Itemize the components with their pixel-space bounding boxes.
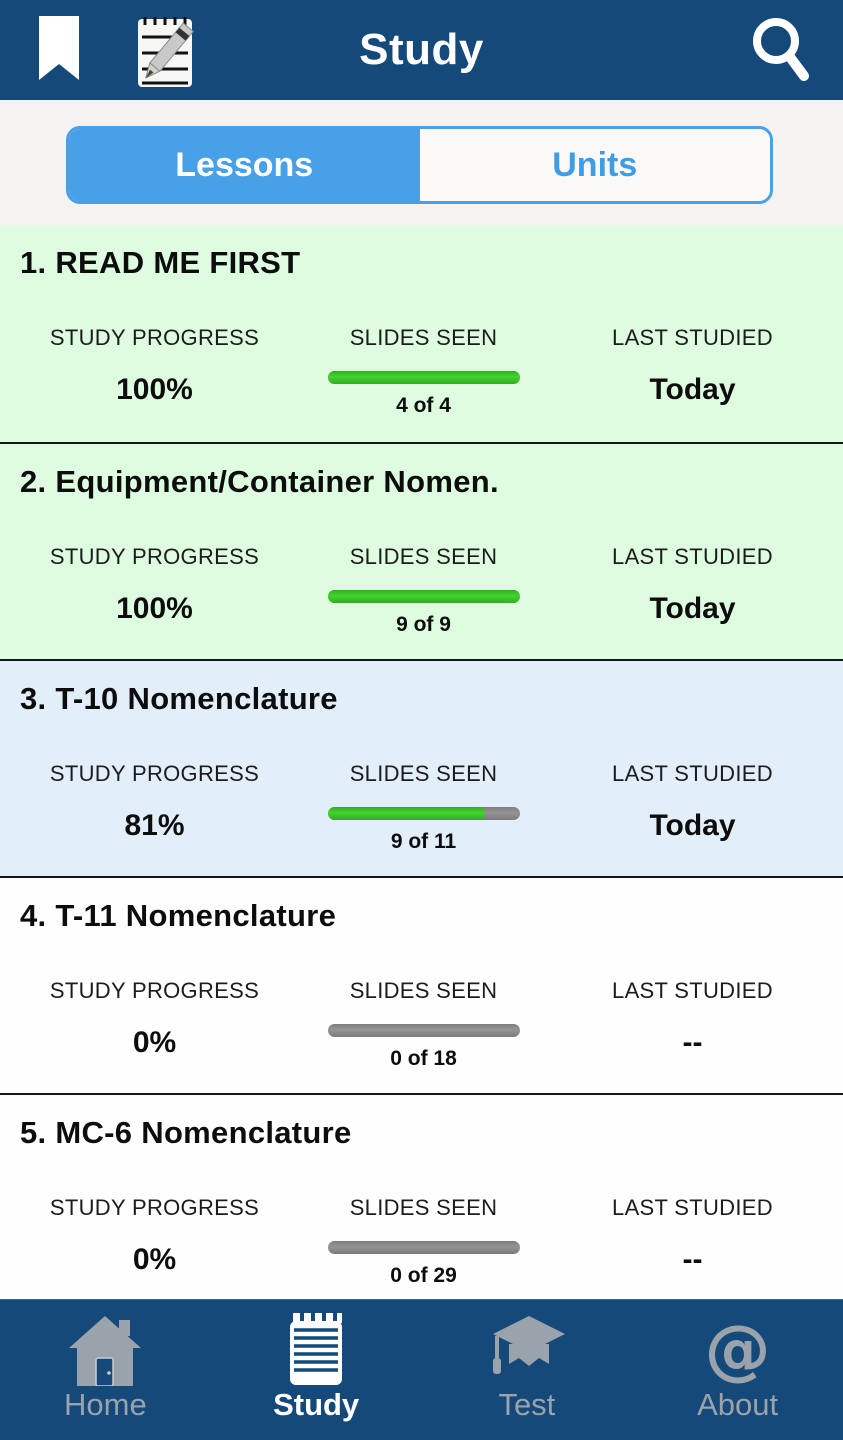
last-studied-label: LAST STUDIED xyxy=(612,1195,773,1220)
study-progress-label: STUDY PROGRESS xyxy=(49,325,260,350)
last-studied-value: Today xyxy=(649,373,736,406)
nav-item-about[interactable]: @ About xyxy=(632,1300,843,1440)
slides-seen-count: 9 of 9 xyxy=(396,613,451,636)
slides-progress-bar xyxy=(327,1241,520,1254)
about-icon: @ xyxy=(704,1311,771,1388)
last-studied-label: LAST STUDIED xyxy=(612,544,773,569)
slides-progress-bar xyxy=(327,1024,520,1037)
lesson-row-5[interactable]: 5. MC-6 Nomenclature STUDY PROGRESS 0% S… xyxy=(0,1093,843,1300)
slides-seen-cell: SLIDES SEEN 0 of 29 xyxy=(289,1195,558,1288)
last-studied-value: -- xyxy=(682,1243,703,1276)
study-progress-cell: STUDY PROGRESS 100% xyxy=(20,544,289,637)
lesson-row-4[interactable]: 4. T-11 Nomenclature STUDY PROGRESS 0% S… xyxy=(0,876,843,1093)
study-progress-value: 100% xyxy=(116,373,193,406)
nav-item-label: Test xyxy=(498,1387,556,1422)
test-icon xyxy=(487,1312,567,1388)
lesson-stats: STUDY PROGRESS 0% SLIDES SEEN 0 of 29 LA… xyxy=(20,1195,843,1288)
study-progress-value: 0% xyxy=(132,1026,177,1059)
home-icon xyxy=(65,1312,145,1388)
nav-item-label: About xyxy=(697,1387,779,1422)
last-studied-value: Today xyxy=(649,809,736,842)
lesson-list: 1. READ ME FIRST STUDY PROGRESS 100% SLI… xyxy=(0,225,843,1300)
last-studied-cell: LAST STUDIED Today xyxy=(558,761,827,854)
study-progress-cell: STUDY PROGRESS 81% xyxy=(20,761,289,854)
last-studied-label: LAST STUDIED xyxy=(612,761,773,786)
last-studied-value: Today xyxy=(649,592,736,625)
lesson-title: 2. Equipment/Container Nomen. xyxy=(20,464,499,499)
slides-progress-bar xyxy=(327,807,520,820)
slides-seen-cell: SLIDES SEEN 9 of 11 xyxy=(289,761,558,854)
lesson-row-3[interactable]: 3. T-10 Nomenclature STUDY PROGRESS 81% … xyxy=(0,659,843,876)
page-title: Study xyxy=(359,25,484,74)
study-progress-cell: STUDY PROGRESS 0% xyxy=(20,1195,289,1288)
study-progress-value: 0% xyxy=(132,1243,177,1276)
last-studied-value: -- xyxy=(682,1026,703,1059)
lesson-row-2[interactable]: 2. Equipment/Container Nomen. STUDY PROG… xyxy=(0,442,843,659)
study-icon xyxy=(287,1312,345,1388)
app-bar: Study xyxy=(0,0,843,100)
last-studied-label: LAST STUDIED xyxy=(612,325,773,350)
last-studied-cell: LAST STUDIED -- xyxy=(558,978,827,1071)
tab-strip: Lessons Units xyxy=(0,100,843,225)
lesson-stats: STUDY PROGRESS 81% SLIDES SEEN 9 of 11 L… xyxy=(20,761,843,854)
slides-seen-label: SLIDES SEEN xyxy=(349,978,498,1003)
segmented-control: Lessons Units xyxy=(66,126,773,204)
slides-seen-label: SLIDES SEEN xyxy=(349,325,498,350)
lesson-title: 4. T-11 Nomenclature xyxy=(20,898,337,933)
nav-item-label: Home xyxy=(64,1387,147,1422)
last-studied-cell: LAST STUDIED Today xyxy=(558,544,827,637)
slides-seen-count: 9 of 11 xyxy=(390,830,457,853)
search-icon[interactable] xyxy=(749,14,811,91)
lesson-row-1[interactable]: 1. READ ME FIRST STUDY PROGRESS 100% SLI… xyxy=(0,225,843,442)
last-studied-cell: LAST STUDIED Today xyxy=(558,325,827,418)
study-progress-label: STUDY PROGRESS xyxy=(49,978,260,1003)
lesson-title: 1. READ ME FIRST xyxy=(20,245,301,280)
nav-item-study[interactable]: Study xyxy=(211,1300,422,1440)
study-progress-cell: STUDY PROGRESS 0% xyxy=(20,978,289,1071)
nav-item-test[interactable]: Test xyxy=(422,1300,633,1440)
nav-item-home[interactable]: Home xyxy=(0,1300,211,1440)
lesson-stats: STUDY PROGRESS 100% SLIDES SEEN 4 of 4 L… xyxy=(20,325,843,418)
lesson-stats: STUDY PROGRESS 0% SLIDES SEEN 0 of 18 LA… xyxy=(20,978,843,1071)
study-progress-value: 81% xyxy=(124,809,185,842)
slides-seen-label: SLIDES SEEN xyxy=(349,544,498,569)
study-progress-value: 100% xyxy=(116,592,193,625)
slides-seen-count: 4 of 4 xyxy=(396,394,451,417)
slides-seen-cell: SLIDES SEEN 9 of 9 xyxy=(289,544,558,637)
slides-progress-bar xyxy=(327,590,520,603)
lesson-title: 5. MC-6 Nomenclature xyxy=(20,1115,352,1150)
slides-seen-label: SLIDES SEEN xyxy=(349,1195,498,1220)
bottom-nav: Home xyxy=(0,1299,843,1440)
edit-notes-icon[interactable] xyxy=(136,13,196,94)
slides-seen-count: 0 of 29 xyxy=(390,1264,457,1287)
slides-progress-bar xyxy=(327,371,520,384)
study-progress-label: STUDY PROGRESS xyxy=(49,544,260,569)
study-progress-cell: STUDY PROGRESS 100% xyxy=(20,325,289,418)
slides-seen-cell: SLIDES SEEN 0 of 18 xyxy=(289,978,558,1071)
last-studied-cell: LAST STUDIED -- xyxy=(558,1195,827,1288)
nav-item-label: Study xyxy=(273,1387,360,1422)
tab-lessons[interactable]: Lessons xyxy=(69,129,420,201)
last-studied-label: LAST STUDIED xyxy=(612,978,773,1003)
slides-seen-count: 0 of 18 xyxy=(390,1047,457,1070)
tab-units[interactable]: Units xyxy=(419,129,770,201)
slides-seen-cell: SLIDES SEEN 4 of 4 xyxy=(289,325,558,418)
slides-seen-label: SLIDES SEEN xyxy=(349,761,498,786)
bookmark-icon[interactable] xyxy=(38,16,80,87)
study-progress-label: STUDY PROGRESS xyxy=(49,761,260,786)
lesson-stats: STUDY PROGRESS 100% SLIDES SEEN 9 of 9 L… xyxy=(20,544,843,637)
lesson-title: 3. T-10 Nomenclature xyxy=(20,681,338,716)
study-progress-label: STUDY PROGRESS xyxy=(49,1195,260,1220)
